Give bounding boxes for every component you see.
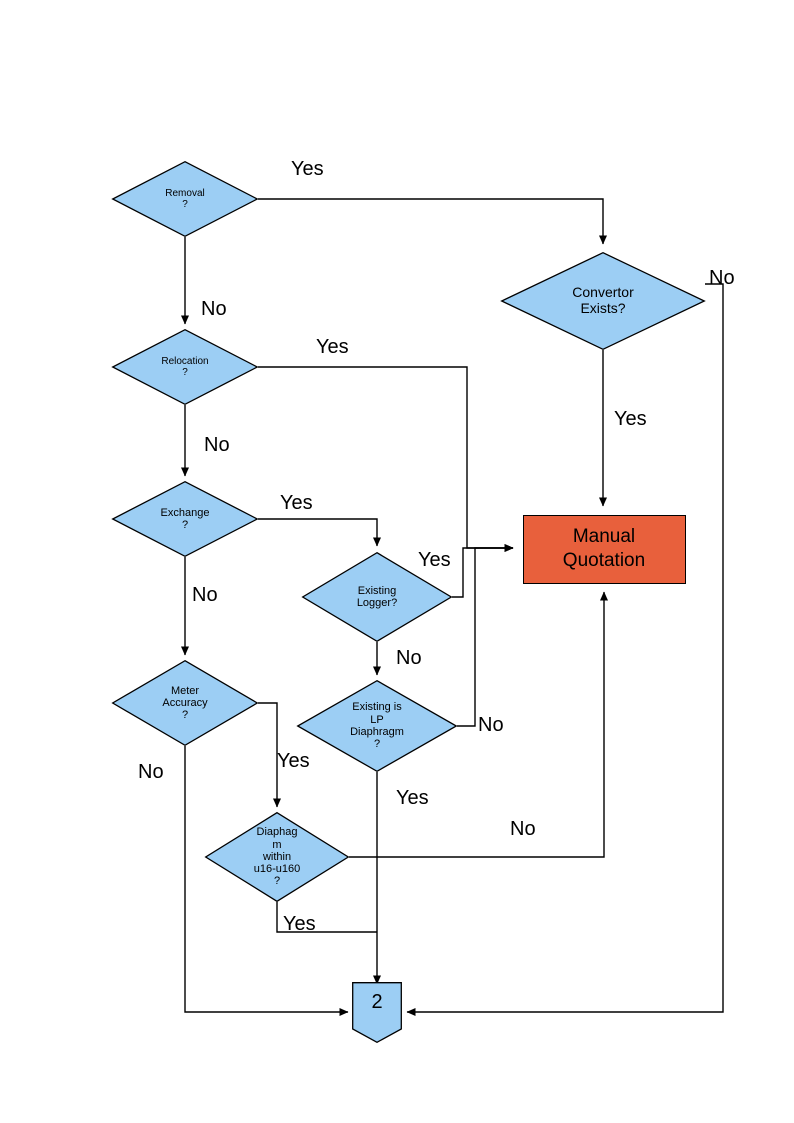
decision-diamond-shape [500,251,706,351]
decision-diamond-shape [296,679,458,773]
decision-exchange[interactable]: Exchange ? [111,480,259,558]
connector-connector_2[interactable]: 2 [352,981,402,1043]
edge-meteracc-no [184,746,349,1016]
decision-diamond-shape [111,480,259,558]
decision-removal[interactable]: Removal ? [111,160,259,238]
edge-label-meter_acc-to-connector_2: No [138,761,164,783]
edge-diaphagm-yes [276,902,377,933]
decision-diamond-shape [204,811,350,903]
edge-meteracc-yes [258,702,281,808]
edge-label-exist_log-to-exist_lp: No [396,647,422,669]
edge-label-exist_lp-to-connector_2: Yes [396,787,429,809]
decision-convertor[interactable]: Convertor Exists? [500,251,706,351]
edge-label-exist_lp-to-manual_quote: No [478,714,504,736]
edge-label-relocation-to-manual_quote: Yes [316,336,349,358]
edge-label-meter_acc-to-diaphagm: Yes [277,750,310,772]
decision-diamond-shape [301,551,453,643]
edge-label-convertor-to-manual_quote: Yes [614,408,647,430]
edge-label-diaphagm-to-connector_2: Yes [283,913,316,935]
edge-diaphagm-no [349,591,608,858]
edge-existlp-no [457,544,514,727]
edge-label-convertor-to-connector_2: No [709,267,735,289]
edge-exchange-yes [258,518,381,547]
edge-existlog-yes [452,544,514,598]
edge-label-relocation-to-exchange: No [204,434,230,456]
edge-label-removal-to-relocation: No [201,298,227,320]
decision-diamond-shape [111,160,259,238]
edge-label-exchange-to-exist_log: Yes [280,492,313,514]
decision-diamond-shape [111,328,259,406]
edge-label-removal-to-convertor: Yes [291,158,324,180]
process-manual_quote[interactable]: Manual Quotation [522,514,686,584]
edge-relocation-yes [258,366,514,552]
edge-label-exist_log-to-manual_quote: Yes [418,549,451,571]
decision-relocation[interactable]: Relocation ? [111,328,259,406]
connector-pentagon-shape [352,981,402,1043]
edge-convertor-no [406,283,724,1016]
decision-meter_acc[interactable]: Meter Accuracy ? [111,659,259,747]
edge-label-exchange-to-meter_acc: No [192,584,218,606]
decision-diaphagm[interactable]: Diaphag m within u16-u160 ? [204,811,350,903]
decision-exist_lp[interactable]: Existing is LP Diaphragm ? [296,679,458,773]
decision-diamond-shape [111,659,259,747]
edge-removal-yes [258,198,607,245]
edge-label-diaphagm-to-manual_quote: No [510,818,536,840]
